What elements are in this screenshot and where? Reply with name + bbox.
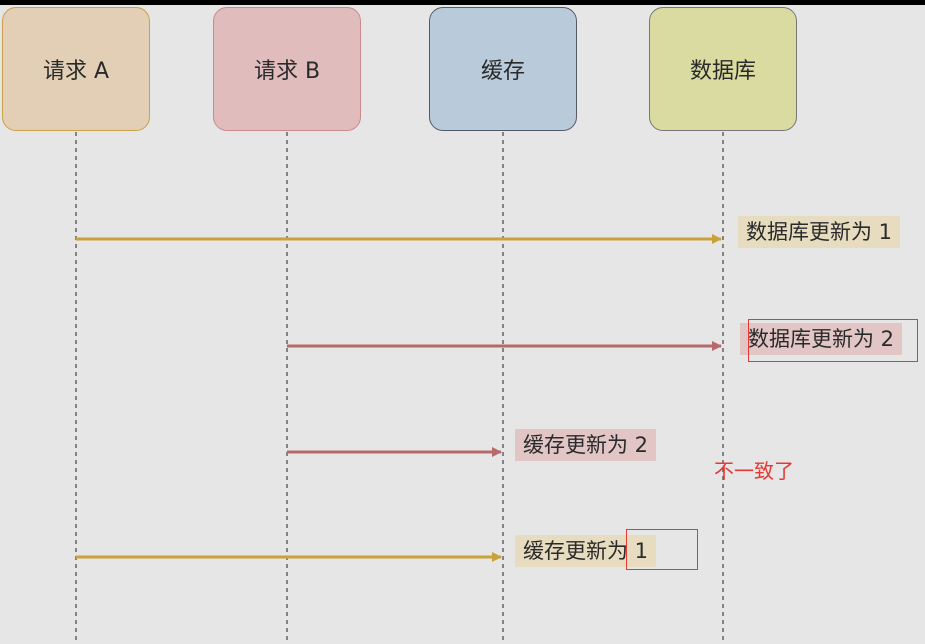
actor-request-a-label: 请求 A [42,59,110,84]
actor-request-b-label: 请求 B [253,59,321,84]
highlight-box-db-value [748,319,918,362]
message-db-update-2: 数据库更新为 2 [740,323,903,355]
top-border [0,0,925,5]
actor-database: 数据库 [649,7,797,131]
actor-cache-label: 缓存 [480,59,525,84]
message-cache-update-2: 缓存更新为 2 [515,429,657,461]
actor-cache: 缓存 [429,7,577,131]
message-cache-update-1: 缓存更新为 1 [515,535,657,567]
actor-request-b: 请求 B [213,7,361,131]
actor-database-label: 数据库 [689,59,756,84]
highlight-box-cache-value [626,529,698,570]
message-db-update-1: 数据库更新为 1 [738,216,901,248]
inconsistency-note: 不一致了 [714,459,794,483]
actor-request-a: 请求 A [2,7,150,131]
